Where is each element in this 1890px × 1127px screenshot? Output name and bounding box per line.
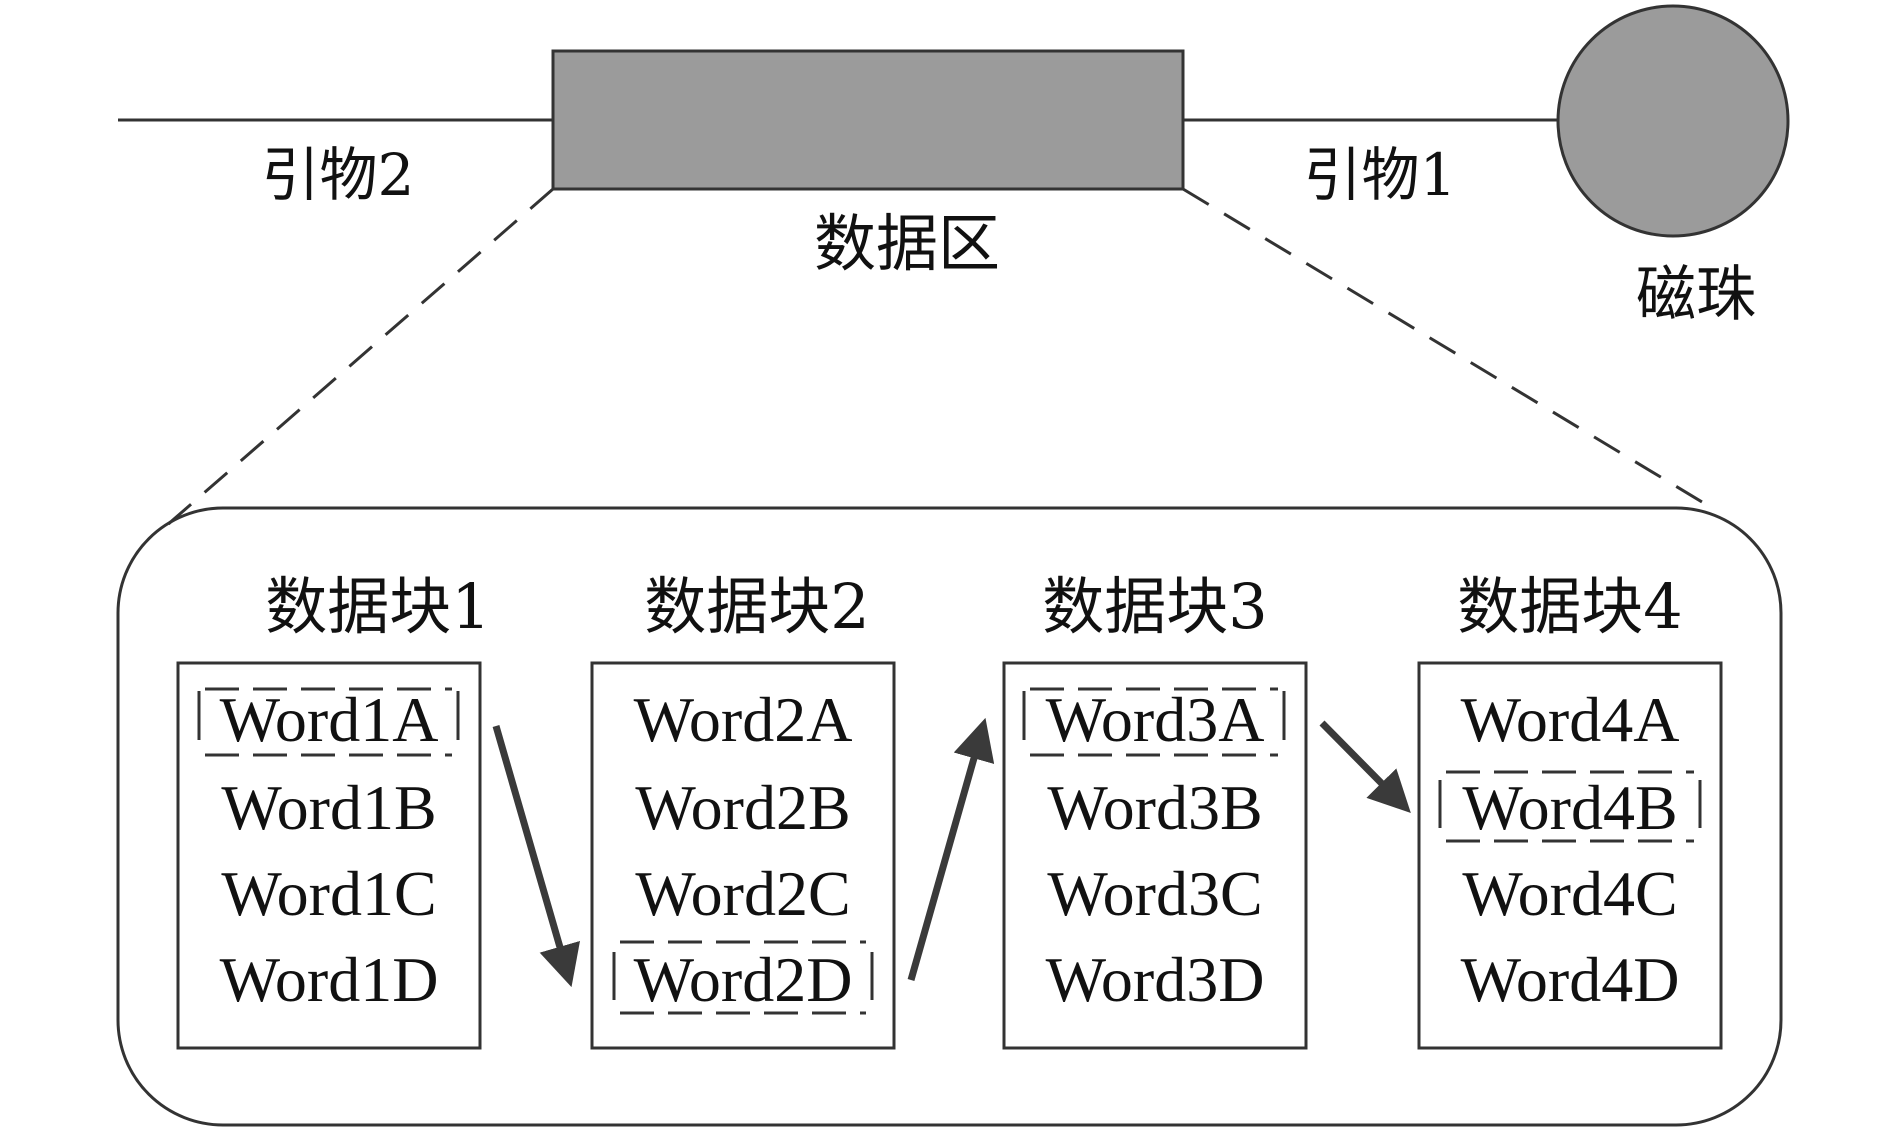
word-1c: Word1C bbox=[221, 858, 436, 929]
word-4c: Word4C bbox=[1462, 858, 1677, 929]
selection-word-2d bbox=[612, 940, 874, 1015]
word-3b: Word3B bbox=[1047, 772, 1262, 843]
block-3-title: 数据块3 bbox=[1042, 570, 1267, 643]
block-1-title: 数据块1 bbox=[265, 570, 490, 643]
arrow-2d-to-3a bbox=[907, 717, 995, 981]
bead-label: 磁珠 bbox=[1636, 260, 1756, 330]
word-1d: Word1D bbox=[220, 944, 439, 1015]
primer2-label: 引物2 bbox=[262, 141, 415, 209]
word-2a: Word2A bbox=[634, 684, 853, 755]
block-3-box bbox=[1002, 661, 1308, 1050]
arrow-3a-to-4b bbox=[1319, 720, 1411, 813]
data-region-label: 数据区 bbox=[814, 207, 1000, 280]
selection-word-4b bbox=[1438, 770, 1702, 843]
data-blocks-container bbox=[116, 506, 1783, 1127]
word-3d: Word3D bbox=[1046, 944, 1265, 1015]
word-4b: Word4B bbox=[1462, 772, 1677, 843]
selection-word-3a bbox=[1022, 687, 1286, 757]
block-2-title: 数据块2 bbox=[644, 570, 869, 643]
word-3a: Word3A bbox=[1046, 684, 1265, 755]
data-region-rect bbox=[551, 49, 1185, 191]
magnetic-bead bbox=[1556, 4, 1790, 238]
zoom-line-left bbox=[157, 187, 554, 535]
selection-word-1a bbox=[197, 687, 460, 757]
block-1-box bbox=[176, 661, 482, 1050]
word-3c: Word3C bbox=[1047, 858, 1262, 929]
zoom-line-right bbox=[1182, 187, 1713, 510]
word-2c: Word2C bbox=[635, 858, 850, 929]
word-1b: Word1B bbox=[221, 772, 436, 843]
word-4d: Word4D bbox=[1461, 944, 1680, 1015]
block-4-box bbox=[1417, 661, 1723, 1050]
word-4a: Word4A bbox=[1461, 684, 1680, 755]
block-2-box bbox=[590, 661, 896, 1050]
word-2d: Word2D bbox=[634, 944, 853, 1015]
block-4-title: 数据块4 bbox=[1457, 570, 1682, 643]
word-2b: Word2B bbox=[635, 772, 850, 843]
primer1-label: 引物1 bbox=[1304, 141, 1457, 209]
arrow-1a-to-2d bbox=[492, 725, 581, 988]
word-1a: Word1A bbox=[220, 684, 439, 755]
